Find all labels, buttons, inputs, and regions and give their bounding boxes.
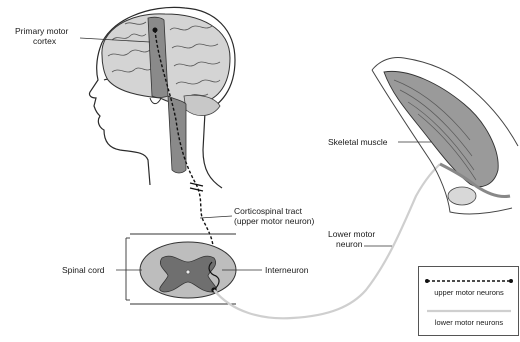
legend-upper-label: upper motor neurons — [434, 288, 504, 297]
label-lower-motor-neuron-2: neuron — [336, 239, 363, 249]
label-interneuron: Interneuron — [265, 265, 309, 275]
label-primary-motor-cortex-2: cortex — [33, 36, 57, 46]
label-primary-motor-cortex-1: Primary motor — [15, 26, 69, 36]
label-lower-motor-neuron-1: Lower motor — [328, 229, 375, 239]
skeletal-muscle — [384, 71, 510, 205]
legend: upper motor neurons lower motor neurons — [418, 266, 519, 336]
label-skeletal-muscle: Skeletal muscle — [328, 137, 388, 147]
lower-motor-neuron-path — [214, 164, 440, 318]
spinal-cord-section — [140, 242, 236, 298]
label-corticospinal-tract-1: Corticospinal tract — [234, 206, 303, 216]
legend-lower-label: lower motor neurons — [435, 318, 504, 327]
label-corticospinal-tract-2: (upper motor neuron) — [234, 216, 314, 226]
upper-neuron-cell-body — [153, 28, 158, 33]
legend-upper-swatch — [425, 279, 513, 283]
label-spinal-cord: Spinal cord — [62, 265, 105, 275]
brain — [102, 14, 230, 173]
